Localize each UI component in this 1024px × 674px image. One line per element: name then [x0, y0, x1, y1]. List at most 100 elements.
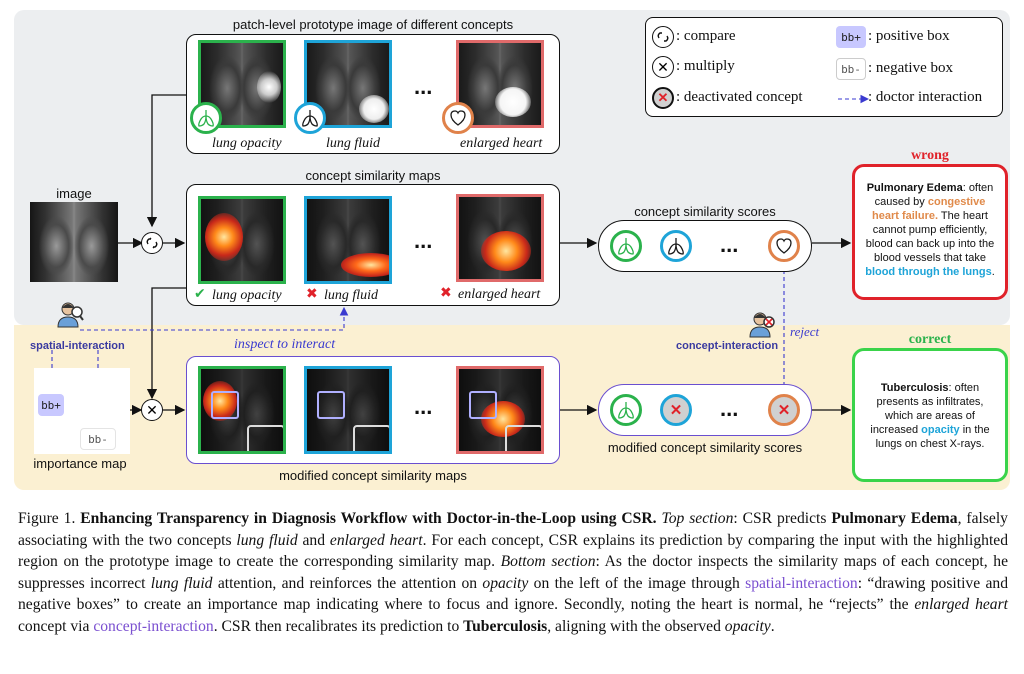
cross-icon: ✖ [306, 286, 318, 302]
caption-eh2: enlarged heart [914, 596, 1008, 614]
caption-t4: . For each concept, CSR explains its pre… [18, 531, 1008, 571]
modified-scores-ellipsis: ... [720, 396, 739, 421]
prototype-label-lung-opacity: lung opacity [212, 136, 282, 151]
caption-pe: Pulmonary Edema [831, 510, 958, 527]
caption-lf: lung fluid [236, 531, 298, 549]
wrong-text-end: . [991, 266, 995, 278]
legend-positive-box-icon: bb+ [836, 26, 866, 48]
caption-eh: enlarged heart [329, 531, 423, 549]
similarity-label-enlarged-heart: enlarged heart [458, 287, 541, 302]
modified-score-lung-opacity-icon [610, 394, 642, 426]
legend-deactivated-label: : deactivated concept [676, 89, 803, 105]
caption-tb: Tuberculosis [463, 617, 548, 635]
cross-icon: ✖ [440, 285, 452, 301]
legend-compare-label: : compare [676, 28, 736, 44]
inspect-to-interact-label: inspect to interact [234, 337, 336, 352]
similarity-map-lung-opacity [198, 196, 286, 284]
wrong-highlight-1: congestive heart failure. [872, 196, 986, 222]
wrong-highlight-2: blood through the lungs [865, 266, 992, 278]
caption-t6: attention, and reinforces the attention … [212, 574, 483, 592]
check-icon: ✔ [194, 286, 206, 302]
doctor-icon [56, 300, 84, 328]
caption-t8: : “drawing positive and negative boxes” … [18, 574, 1008, 614]
similarity-ellipsis: ... [414, 228, 433, 253]
enlarged-heart-badge-icon [442, 102, 474, 134]
modified-score-lung-fluid-deactivated-icon: ✕ [660, 394, 692, 426]
similarity-map-enlarged-heart [456, 194, 544, 282]
caption-t11: , aligning with the observed [547, 617, 725, 635]
caption-t1: : CSR predicts [733, 510, 832, 527]
prototype-label-lung-fluid: lung fluid [326, 136, 381, 151]
correct-highlight: opacity [921, 424, 960, 436]
correct-diagnosis-card: Tuberculosis: often presents as infiltra… [852, 348, 1008, 482]
similarity-label-lung-opacity: lung opacity [212, 288, 282, 303]
caption-t10: . CSR then recalibrates its prediction t… [213, 617, 464, 635]
compare-icon [141, 232, 163, 254]
caption-op: opacity [482, 574, 529, 592]
caption-title: Enhancing Transparency in Diagnosis Work… [80, 510, 657, 527]
importance-map-label: importance map [33, 456, 127, 471]
reject-label: reject [790, 324, 820, 339]
caption-t2: , falsely associating with the two conce… [18, 510, 1008, 549]
caption-top-section: Top section [661, 510, 734, 527]
caption-bottom-section: Bottom section [500, 553, 596, 571]
lung-fluid-badge-icon [294, 102, 326, 134]
legend-compare-icon [652, 26, 674, 48]
wrong-tag: wrong [911, 148, 949, 163]
modified-maps-title: modified concept similarity maps [279, 468, 467, 483]
caption-op2: opacity [724, 617, 771, 635]
legend-negative-label: : negative box [868, 60, 953, 76]
correct-diagnosis-name: Tuberculosis [880, 382, 949, 394]
modified-map-lung-opacity [198, 366, 286, 454]
modified-map-lung-fluid [304, 366, 392, 454]
wrong-text-2: The heart cannot pump efficiently, blood… [865, 210, 995, 264]
legend-negative-box-icon: bb- [836, 58, 866, 80]
figure-caption: Figure 1. Enhancing Transparency in Diag… [18, 508, 1008, 638]
score-lung-fluid-icon [660, 230, 692, 262]
correct-text-1: : often presents as infiltrates, which a… [870, 382, 984, 436]
spatial-interaction-label: spatial-interaction [30, 340, 125, 352]
legend-multiply-label: : multiply [676, 58, 735, 74]
prototype-enlarged-heart [456, 40, 544, 128]
modified-score-enlarged-heart-deactivated-icon: ✕ [768, 394, 800, 426]
lung-opacity-badge-icon [190, 102, 222, 134]
caption-lf2: lung fluid [150, 574, 213, 592]
similarity-map-lung-fluid [304, 196, 392, 284]
modified-maps-ellipsis: ... [414, 394, 433, 419]
caption-si: spatial-interaction [745, 574, 858, 592]
wrong-diagnosis-card: Pulmonary Edema: often caused by congest… [852, 164, 1008, 300]
modified-map-enlarged-heart [456, 366, 544, 454]
input-chest-xray [30, 202, 118, 282]
importance-negative-box: bb- [80, 428, 116, 450]
similarity-label-lung-fluid: lung fluid [324, 288, 379, 303]
caption-fig: Figure 1. [18, 510, 76, 527]
wrong-text-1: : often caused by [874, 182, 994, 208]
wrong-diagnosis-name: Pulmonary Edema [866, 182, 963, 194]
correct-text-2: in the lungs on chest X-rays. [875, 424, 990, 450]
importance-positive-box: bb+ [38, 394, 64, 416]
legend-deactivated-icon: ✕ [652, 87, 674, 109]
legend-dashed-arrow-icon [838, 94, 870, 104]
modified-scores-title: modified concept similarity scores [607, 440, 803, 455]
caption-t9: concept via [18, 617, 94, 635]
caption-ci: concept-interaction [93, 617, 214, 635]
prototype-title: patch-level prototype image of different… [232, 17, 514, 32]
prototype-label-enlarged-heart: enlarged heart [460, 136, 543, 151]
score-enlarged-heart-icon [768, 230, 800, 262]
scores-ellipsis: ... [720, 232, 739, 257]
caption-t12: . [770, 617, 775, 635]
correct-tag: correct [908, 332, 952, 347]
caption-t5: : As the doctor inspects the similarity … [18, 553, 1009, 592]
legend-positive-label: : positive box [868, 28, 950, 44]
score-lung-opacity-icon [610, 230, 642, 262]
multiply-icon: ✕ [141, 399, 163, 421]
workflow-diagram: patch-level prototype image of different… [14, 10, 1010, 490]
scores-title: concept similarity scores [634, 204, 776, 219]
caption-t3: and [297, 531, 330, 549]
doctor-reject-icon [748, 310, 776, 338]
legend-multiply-icon: ✕ [652, 56, 674, 78]
legend-box [645, 17, 1003, 117]
similarity-maps-title: concept similarity maps [305, 168, 441, 183]
concept-interaction-label: concept-interaction [676, 340, 779, 352]
legend-doctor-label: : doctor interaction [868, 89, 983, 105]
